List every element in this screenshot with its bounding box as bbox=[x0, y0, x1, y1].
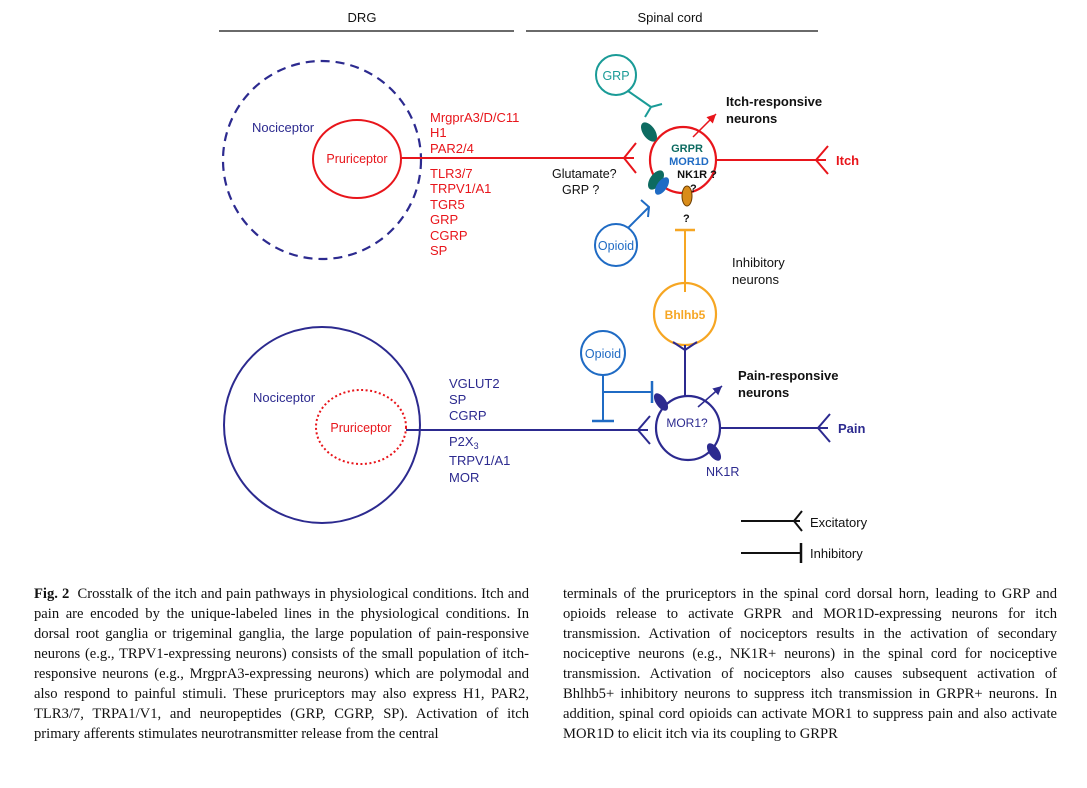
grpr-receptor bbox=[641, 122, 657, 142]
transmitter-glutamate: Glutamate? bbox=[552, 167, 617, 181]
grp-axon bbox=[627, 90, 652, 108]
nk1r-pain-receptor bbox=[706, 443, 722, 461]
pain-marker: CGRP bbox=[449, 408, 487, 423]
pain-marker: MOR bbox=[449, 470, 479, 485]
pain-marker: TRPV1/A1 bbox=[449, 453, 510, 468]
grp-cell-label: GRP bbox=[602, 69, 629, 83]
figure-label: Fig. 2 bbox=[34, 586, 70, 602]
caption-left-column: Fig. 2 Crosstalk of the itch and pain pa… bbox=[34, 584, 529, 744]
header-drg: DRG bbox=[348, 10, 377, 25]
mor1d-label: MOR1D bbox=[669, 156, 709, 168]
pain-pruriceptor-label: Pruriceptor bbox=[330, 421, 391, 435]
grp-terminal bbox=[644, 103, 663, 118]
nk1r-question-label: NK1R ? bbox=[677, 169, 717, 181]
pain-opioid-label: Opioid bbox=[585, 347, 621, 361]
crosstalk-diagram: DRG Spinal cord Nociceptor Pruriceptor M… bbox=[219, 10, 868, 563]
pain-output-terminal bbox=[816, 413, 831, 443]
pain-marker: SP bbox=[449, 392, 466, 407]
pain-marker: VGLUT2 bbox=[449, 376, 500, 391]
pain-nociceptor-label: Nociceptor bbox=[253, 390, 316, 405]
pain-responsive-line2: neurons bbox=[738, 385, 789, 400]
itch-marker: TGR5 bbox=[430, 197, 465, 212]
pain-neuron-arrow bbox=[697, 385, 723, 408]
pain-afferent-terminal bbox=[636, 415, 651, 445]
pain-output-label: Pain bbox=[838, 421, 866, 436]
itch-responsive-line2: neurons bbox=[726, 111, 777, 126]
legend-inhibitory-label: Inhibitory bbox=[810, 546, 863, 561]
itch-opioid-cell bbox=[594, 223, 638, 267]
mor1-label: MOR1? bbox=[666, 416, 708, 430]
header-spinal-cord: Spinal cord bbox=[637, 10, 702, 25]
inhibitory-line1: Inhibitory bbox=[732, 255, 785, 270]
bhlhb5-input-terminal bbox=[672, 341, 698, 352]
itch-marker: CGRP bbox=[430, 228, 468, 243]
itch-nociceptor-label: Nociceptor bbox=[252, 120, 315, 135]
itch-marker: TLR3/7 bbox=[430, 166, 473, 181]
mor1d-receptor bbox=[654, 177, 670, 195]
nk1r-pain-label: NK1R bbox=[706, 465, 739, 479]
itch-opioid-label: Opioid bbox=[598, 239, 634, 253]
caption-right-text: terminals of the pruriceptors in the spi… bbox=[563, 586, 1057, 742]
mor1-receptor bbox=[653, 393, 669, 411]
grp-cell bbox=[595, 54, 637, 96]
itch-marker: TRPV1/A1 bbox=[430, 181, 491, 196]
pain-nociceptor-circle bbox=[223, 326, 421, 524]
p2x-base: P2X bbox=[449, 434, 474, 449]
caption-left-text: Crosstalk of the itch and pain pathways … bbox=[34, 586, 529, 742]
itch-marker: MrgprA3/D/C11 bbox=[430, 110, 519, 125]
caption-right-column: terminals of the pruriceptors in the spi… bbox=[563, 584, 1057, 744]
receptor-question-1: ? bbox=[690, 183, 697, 195]
pain-marker-p2x: P2X3 bbox=[449, 434, 479, 451]
inhibitory-line2: neurons bbox=[732, 272, 779, 287]
itch-output-terminal bbox=[814, 145, 829, 175]
itch-responsive-label: Itch-responsive neurons bbox=[726, 94, 826, 126]
pain-responsive-line1: Pain-responsive bbox=[738, 368, 838, 383]
bhlhb5-label: Bhlhb5 bbox=[665, 308, 706, 322]
itch-marker: PAR2/4 bbox=[430, 141, 474, 156]
receptor-question-2: ? bbox=[683, 213, 690, 225]
itch-marker: SP bbox=[430, 243, 447, 258]
itch-marker-list: MrgprA3/D/C11 H1 PAR2/4 TLR3/7 TRPV1/A1 … bbox=[430, 110, 519, 258]
grpr-receptor-2 bbox=[648, 170, 664, 190]
transmitter-grp: GRP ? bbox=[562, 183, 599, 197]
itch-responsive-line1: Itch-responsive bbox=[726, 94, 822, 109]
legend-excitatory-label: Excitatory bbox=[810, 515, 868, 530]
itch-marker: GRP bbox=[430, 212, 458, 227]
pain-marker-list: VGLUT2 SP CGRP P2X3 TRPV1/A1 MOR bbox=[449, 376, 510, 485]
itch-nociceptor-circle bbox=[221, 59, 423, 261]
itch-afferent-terminal bbox=[622, 142, 637, 174]
legend-excitatory-terminal bbox=[792, 510, 803, 532]
itch-opioid-terminal bbox=[640, 199, 651, 218]
itch-output-label: Itch bbox=[836, 153, 859, 168]
inhibitory-neurons-label: Inhibitory neurons bbox=[732, 255, 788, 287]
itch-neuron-arrow bbox=[692, 113, 717, 138]
nk1r-receptor bbox=[681, 185, 693, 207]
pain-pruriceptor-ellipse bbox=[315, 389, 407, 465]
p2x-subscript: 3 bbox=[474, 441, 479, 451]
pain-responsive-label: Pain-responsive neurons bbox=[738, 368, 842, 400]
itch-pruriceptor-label: Pruriceptor bbox=[326, 152, 387, 166]
itch-opioid-axon bbox=[627, 206, 650, 229]
grpr-label: GRPR bbox=[671, 143, 703, 155]
itch-marker: H1 bbox=[430, 125, 447, 140]
